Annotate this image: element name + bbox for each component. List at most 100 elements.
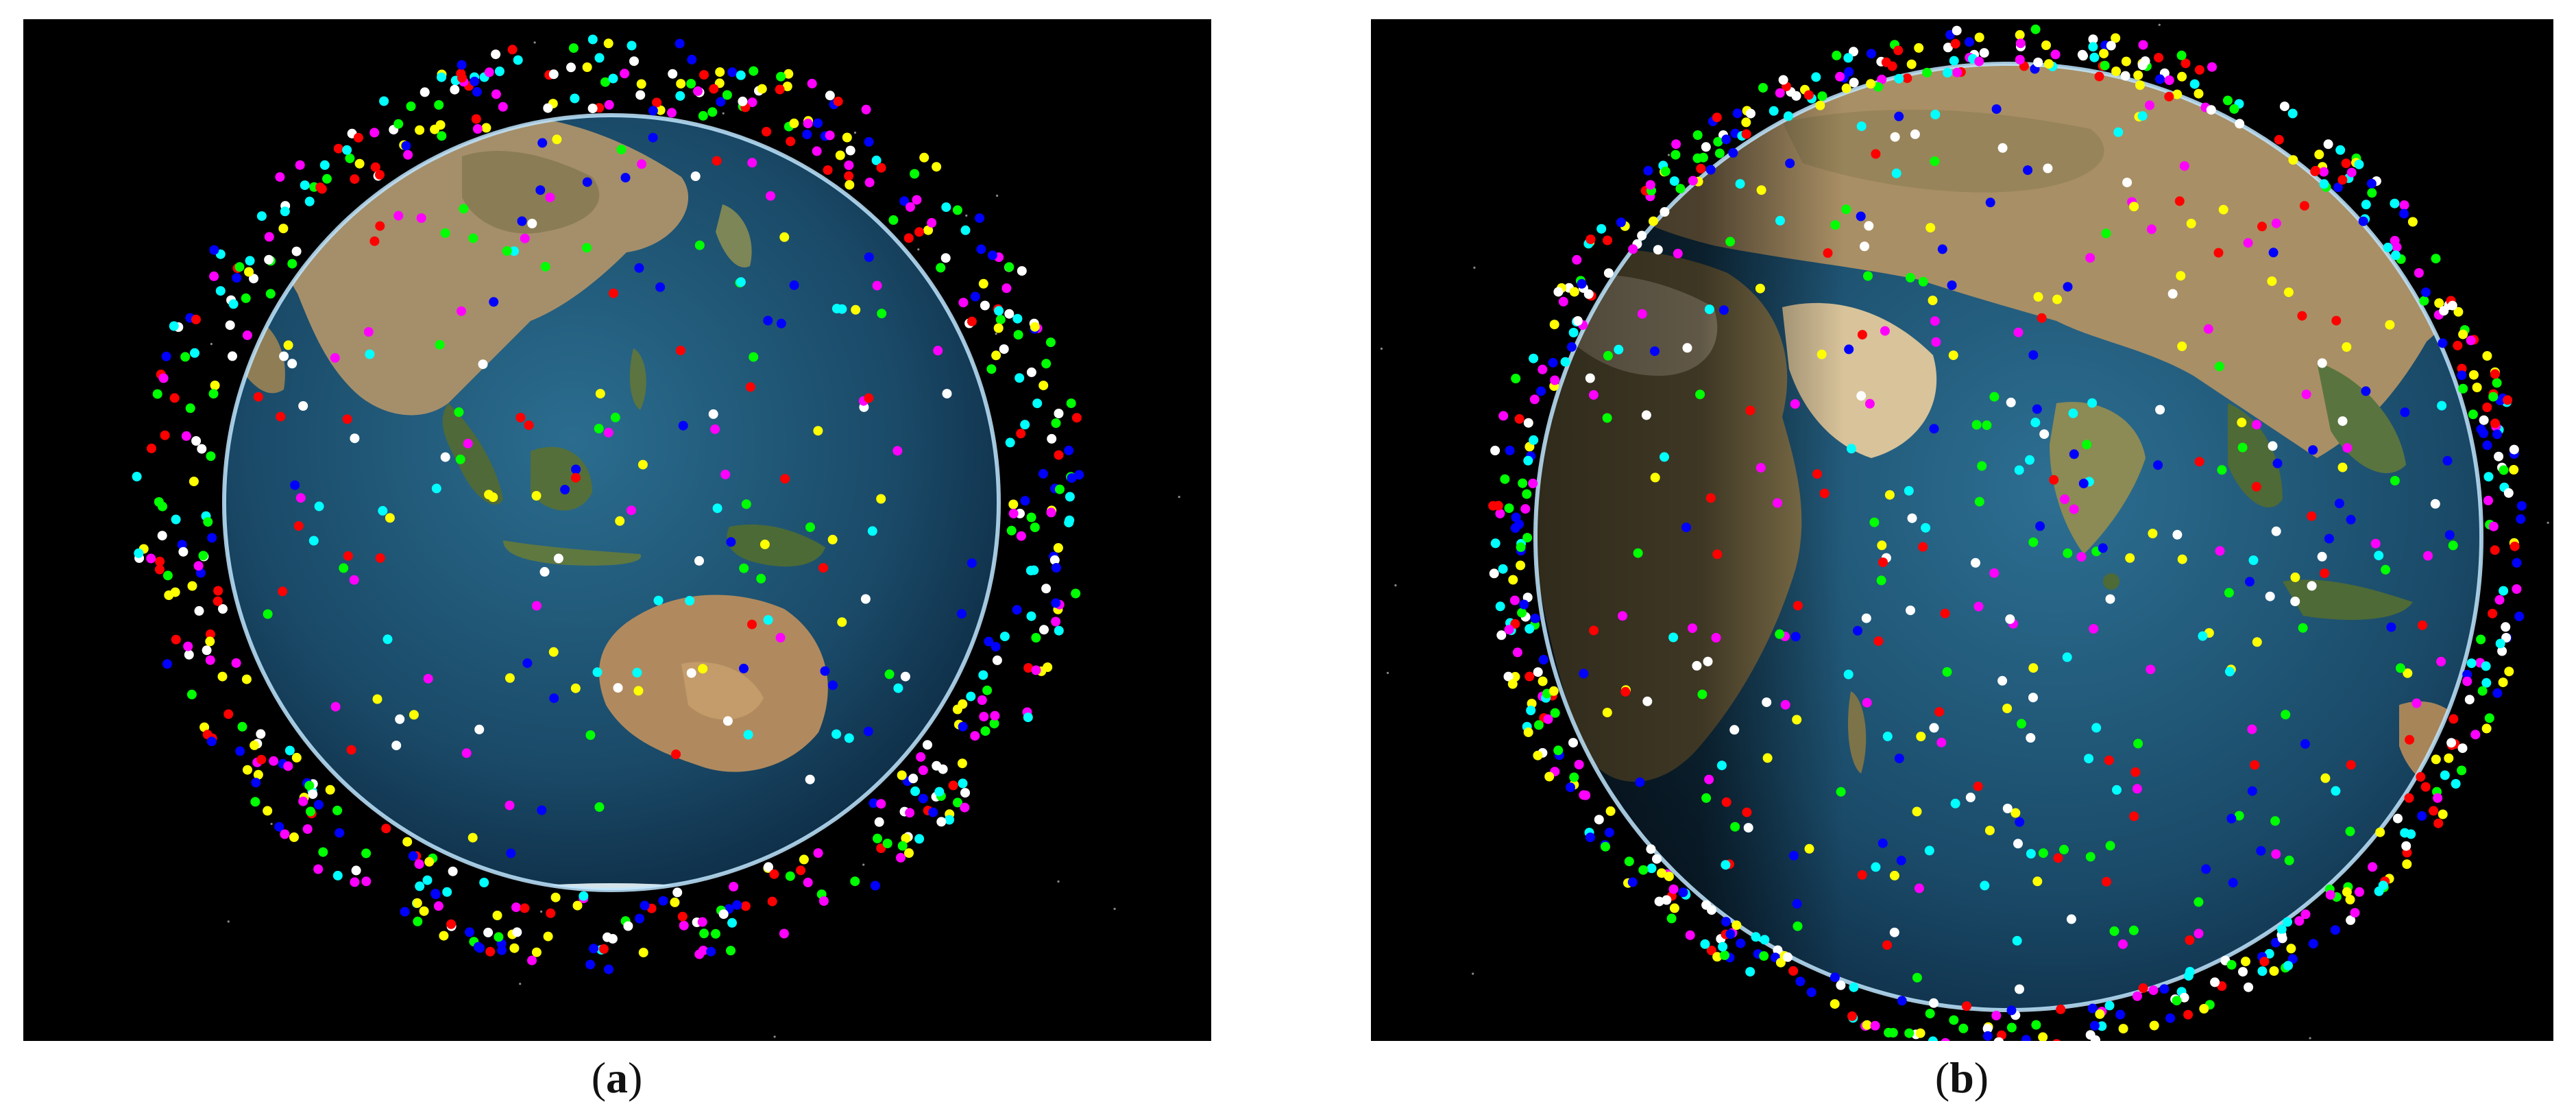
satellite-dot (2130, 767, 2141, 777)
satellite-dot (1671, 139, 1681, 149)
satellite-dot (2482, 440, 2492, 451)
satellite-dot (978, 670, 988, 680)
satellite-dot (1512, 647, 1522, 658)
satellite-dot (1980, 880, 1990, 891)
satellite-dot (1843, 669, 1854, 680)
satellite-dot (783, 69, 794, 79)
satellite-dot (2095, 1009, 2105, 1019)
satellite-dot (2449, 714, 2459, 724)
satellite-dot (2148, 985, 2159, 996)
star-dot (1057, 880, 1060, 883)
satellite-dot (415, 881, 425, 891)
satellite-dot (2033, 58, 2043, 67)
satellite-dot (2439, 306, 2449, 316)
satellite-dot (1649, 216, 1658, 226)
satellite-dot (2085, 253, 2095, 263)
satellite-dot (1558, 296, 1568, 307)
satellite-dot (1664, 872, 1674, 882)
satellite-dot (675, 91, 685, 101)
satellite-dot (2186, 219, 2196, 228)
satellite-dot (2429, 806, 2439, 816)
satellite-dot (1778, 75, 1788, 85)
satellite-dot (1894, 73, 1904, 84)
satellite-dot (295, 493, 306, 503)
satellite-dot (474, 724, 485, 734)
satellite-dot (1844, 67, 1854, 77)
satellite-dot (274, 822, 284, 832)
satellite-dot (2386, 622, 2396, 632)
satellite-dot (675, 346, 685, 356)
satellite-dot (1712, 549, 1723, 560)
satellite-dot (1041, 584, 1052, 594)
satellite-dot (967, 316, 977, 326)
satellite-dot (877, 309, 887, 319)
satellite-dot (594, 802, 605, 812)
satellite-dot (979, 712, 989, 721)
satellite-dot (923, 225, 934, 235)
star-dot (862, 863, 865, 866)
satellite-dot (603, 932, 612, 942)
satellite-dot (1538, 655, 1548, 664)
satellite-dot (901, 833, 911, 843)
satellite-dot (1790, 632, 1801, 642)
satellite-dot (2041, 40, 2051, 50)
satellite-dot (1071, 413, 1082, 423)
satellite-dot (1577, 278, 1587, 289)
satellite-dot (1678, 887, 1688, 898)
satellite-dot (234, 262, 245, 272)
satellite-dot (1751, 932, 1761, 942)
satellite-dot (1688, 623, 1697, 634)
satellite-dot (537, 138, 548, 148)
satellite-dot (941, 202, 951, 213)
satellite-dot (1530, 613, 1540, 623)
satellite-dot (231, 658, 241, 668)
satellite-dot (2512, 584, 2522, 594)
satellite-dot (1536, 386, 1546, 396)
satellite-dot (1601, 841, 1610, 852)
satellite-dot (494, 67, 505, 76)
satellite-dot (535, 185, 546, 195)
satellite-dot (566, 62, 576, 73)
satellite-dot (1836, 980, 1846, 990)
satellite-dot (2250, 760, 2260, 770)
satellite-dot (967, 558, 977, 568)
satellite-dot (868, 798, 879, 808)
satellite-dot (818, 563, 828, 573)
satellite-dot (739, 563, 749, 573)
satellite-dot (1508, 575, 1518, 585)
satellite-dot (467, 832, 478, 843)
satellite-dot (1660, 166, 1670, 176)
satellite-dot (999, 344, 1009, 355)
satellite-dot (1841, 83, 1851, 93)
satellite-dot (1973, 781, 1983, 791)
satellite-dot (1516, 560, 1526, 571)
satellite-dot (957, 609, 967, 619)
satellite-dot (1785, 158, 1795, 169)
satellite-dot (1032, 398, 1043, 409)
satellite-dot (2458, 329, 2468, 339)
satellite-dot (2269, 966, 2279, 976)
satellite-dot (2210, 977, 2220, 987)
satellite-dot (594, 424, 604, 433)
satellite-dot (637, 459, 648, 470)
satellite-dot (2087, 398, 2098, 408)
satellite-dot (413, 916, 423, 926)
satellite-dot (2129, 202, 2139, 212)
satellite-dot (864, 136, 874, 147)
satellite-dot (228, 351, 237, 361)
satellite-dot (1495, 601, 1505, 612)
satellite-dot (1065, 492, 1075, 502)
satellite-dot (1984, 826, 1995, 836)
satellite-dot (276, 411, 286, 422)
satellite-dot (986, 364, 997, 374)
satellite-dot (513, 55, 523, 65)
star-dot (2158, 23, 2161, 26)
satellite-dot (1030, 523, 1040, 532)
satellite-dot (1669, 903, 1679, 913)
satellite-dot (876, 799, 886, 809)
satellite-dot (825, 130, 835, 141)
satellite-dot (2104, 755, 2114, 765)
satellite-dot (760, 539, 770, 549)
satellite-dot (350, 877, 360, 887)
satellite-dot (353, 132, 363, 143)
